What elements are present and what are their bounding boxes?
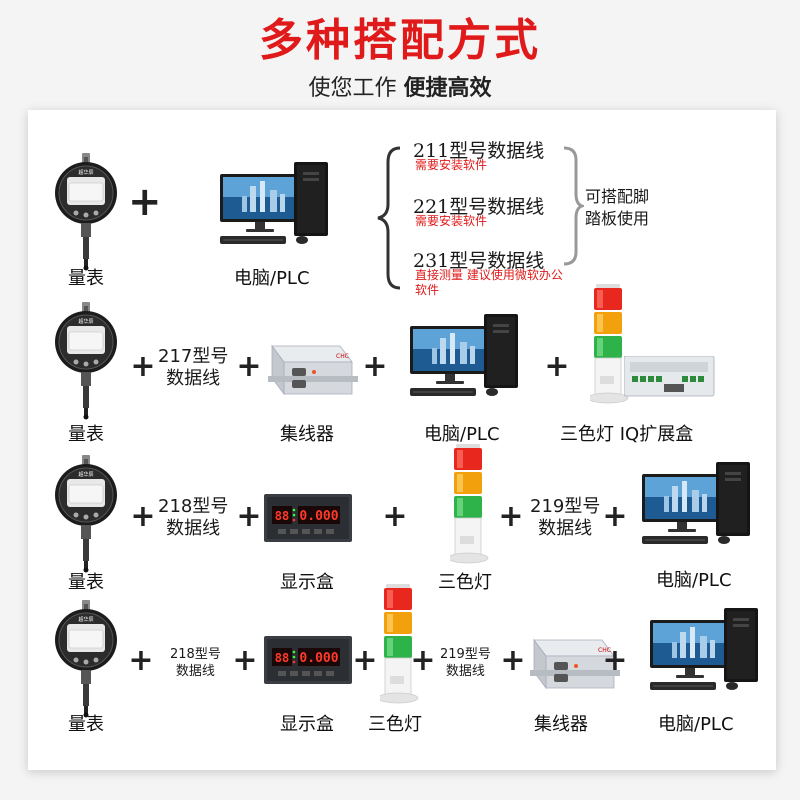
- plus-icon: +: [232, 643, 258, 678]
- plus-icon: +: [352, 643, 378, 678]
- display-box-icon: 0.000: [264, 636, 352, 684]
- signal-tower-light-icon: [450, 443, 489, 564]
- cable-218-line1: 218型号: [158, 496, 229, 517]
- dial-indicator-icon: [55, 600, 118, 718]
- computer-label: 电脑/PLC: [424, 424, 500, 445]
- desktop-computer-icon: [219, 161, 329, 245]
- option-211-note: 需要安装软件: [415, 158, 488, 172]
- plus-icon: +: [544, 349, 570, 384]
- cable-219-line2: 数据线: [445, 664, 485, 679]
- plus-icon: +: [602, 643, 628, 678]
- computer-label: 电脑/PLC: [234, 268, 310, 289]
- iq-expansion-box-icon: [624, 356, 715, 397]
- display-box-icon: 0.000: [264, 494, 352, 542]
- combinations-card: 量表 + 电脑/PLC 211型号数据线 需要安装软件 221型号数据线 需要安…: [28, 110, 776, 770]
- hub-label: 集线器: [280, 424, 334, 445]
- display-label: 显示盒: [280, 714, 334, 735]
- cable-218-label: 218型号 数据线: [170, 646, 221, 680]
- cable-219-line1: 219型号: [440, 647, 491, 662]
- tower-iq-label: 三色灯 IQ扩展盒: [560, 424, 694, 445]
- computer-label: 电脑/PLC: [656, 570, 732, 591]
- gauge-label: 量表: [68, 268, 104, 289]
- option-231-name: 231型号数据线: [413, 250, 545, 272]
- desktop-computer-icon: [641, 461, 751, 545]
- plus-icon: +: [236, 499, 262, 534]
- option-221-name: 221型号数据线: [413, 196, 545, 218]
- plus-icon: +: [128, 643, 154, 678]
- gauge-label: 量表: [68, 572, 104, 593]
- gauge-label: 量表: [68, 424, 104, 445]
- cable-217-line1: 217型号: [158, 346, 229, 367]
- cable-218-label: 218型号 数据线: [158, 496, 228, 540]
- cable-218-line1: 218型号: [170, 647, 221, 662]
- tower-label: 三色灯: [438, 572, 492, 593]
- pedal-note-line1: 可搭配脚: [585, 187, 650, 206]
- cable-219-line2: 数据线: [538, 518, 593, 539]
- page-subtitle: 使您工作 便捷高效: [0, 70, 800, 102]
- plus-icon: +: [130, 349, 156, 384]
- subtitle-bold: 便捷高效: [403, 76, 492, 101]
- right-bracket-icon: [563, 146, 584, 266]
- plus-icon: +: [410, 643, 436, 678]
- left-brace-icon: [377, 146, 401, 290]
- plus-icon: +: [130, 499, 156, 534]
- tower-label: 三色灯: [368, 714, 422, 735]
- cable-219-label: 219型号 数据线: [530, 496, 600, 540]
- cable-217-label: 217型号 数据线: [158, 346, 228, 390]
- plus-icon: +: [500, 643, 526, 678]
- plus-icon: +: [128, 179, 162, 225]
- option-221-note: 需要安装软件: [415, 214, 488, 228]
- display-readout: 0.000: [299, 651, 338, 666]
- plus-icon: +: [236, 349, 262, 384]
- desktop-computer-icon: [409, 313, 519, 397]
- page-title: 多种搭配方式: [259, 15, 541, 66]
- subtitle-normal: 使您工作: [308, 76, 404, 101]
- plus-icon: +: [382, 499, 408, 534]
- hub-box-icon: [267, 345, 359, 395]
- display-readout: 0.000: [299, 509, 338, 524]
- option-231-note: 直接测量 建议使用微软办公软件: [415, 268, 563, 297]
- option-211-name: 211型号数据线: [413, 140, 545, 162]
- cable-219-line1: 219型号: [530, 496, 601, 517]
- cable-218-line2: 数据线: [175, 664, 215, 679]
- dial-indicator-icon: [55, 302, 118, 420]
- plus-icon: +: [362, 349, 388, 384]
- pedal-note-line2: 踏板使用: [585, 209, 650, 228]
- hub-label: 集线器: [534, 714, 588, 735]
- pedal-note: 可搭配脚 踏板使用: [585, 186, 649, 230]
- desktop-computer-icon: [649, 607, 759, 691]
- computer-label: 电脑/PLC: [658, 714, 734, 735]
- cable-219-label: 219型号 数据线: [440, 646, 491, 680]
- plus-icon: +: [498, 499, 524, 534]
- dial-indicator-icon: [55, 455, 118, 573]
- display-label: 显示盒: [280, 572, 334, 593]
- plus-icon: +: [602, 499, 628, 534]
- cable-217-line2: 数据线: [166, 368, 221, 389]
- gauge-label: 量表: [68, 714, 104, 735]
- dial-indicator-icon: [55, 153, 118, 271]
- cable-218-line2: 数据线: [166, 518, 221, 539]
